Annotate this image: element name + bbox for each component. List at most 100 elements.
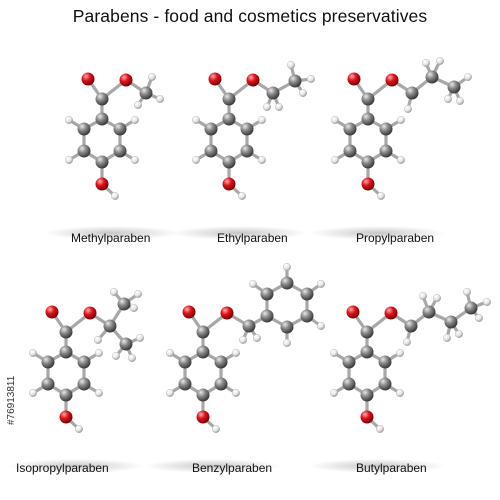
- methylparaben-hydrogen-atom: [133, 100, 142, 109]
- page-title: Parabens - food and cosmetics preservati…: [72, 6, 428, 26]
- methylparaben-hydrogen-atom: [130, 115, 139, 124]
- ethylparaben-hydrogen-atom: [275, 102, 284, 111]
- benzylparaben-hydrogen-atom: [317, 322, 326, 331]
- butylparaben-carbon-atom: [378, 355, 392, 369]
- label-propylparaben: Propylparaben: [356, 231, 435, 245]
- propylparaben-hydrogen-atom: [404, 104, 413, 113]
- methylparaben-carbon-atom: [95, 112, 109, 126]
- isopropylparaben-carbon-atom: [119, 337, 133, 351]
- benzylparaben-carbon-atom: [280, 320, 294, 334]
- methylparaben-carbon-atom: [77, 122, 91, 136]
- propylparaben-carbon-atom: [361, 112, 375, 126]
- isopropylparaben-hydrogen-atom: [109, 288, 118, 297]
- isopropylparaben-hydrogen-atom: [133, 290, 142, 299]
- methylparaben-oxygen-atom: [119, 73, 133, 87]
- butylparaben-carbon-atom: [342, 355, 356, 369]
- benzylparaben-carbon-atom: [300, 287, 314, 301]
- isopropylparaben-hydrogen-atom: [94, 389, 103, 398]
- propylparaben-carbon-atom: [379, 144, 393, 158]
- propylparaben-hydrogen-atom: [464, 72, 473, 81]
- benzylparaben-carbon-atom: [260, 287, 274, 301]
- benzylparaben-carbon-atom: [178, 355, 192, 369]
- ethylparaben-oxygen-atom: [246, 73, 260, 87]
- benzylparaben-hydrogen-atom: [231, 389, 240, 398]
- ethylparaben-hydrogen-atom: [258, 115, 267, 124]
- isopropylparaben-carbon-atom: [59, 345, 73, 359]
- propylparaben-carbon-atom: [361, 155, 375, 169]
- ethylparaben-carbon-atom: [222, 155, 236, 169]
- isopropylparaben-hydrogen-atom: [94, 349, 103, 358]
- butylparaben-hydrogen-atom: [463, 288, 472, 297]
- benzylparaben-oxygen-atom: [220, 306, 234, 320]
- isopropylparaben-carbon-atom: [103, 319, 117, 333]
- benzylparaben-carbon-atom: [178, 377, 192, 391]
- benzylparaben-hydrogen-atom: [211, 425, 220, 434]
- butylparaben-oxygen-atom: [384, 306, 398, 320]
- butylparaben-hydrogen-atom: [483, 298, 492, 307]
- ethylparaben-carbon-atom: [222, 92, 236, 106]
- methylparaben-hydrogen-atom: [130, 155, 139, 164]
- isopropylparaben-carbon-atom: [59, 388, 73, 402]
- benzylparaben-carbon-atom: [280, 276, 294, 290]
- propylparaben-shadow: [310, 226, 446, 240]
- butylparaben-carbon-atom: [378, 377, 392, 391]
- butylparaben-carbon-atom: [422, 305, 436, 319]
- isopropylparaben-hydrogen-atom: [74, 425, 83, 434]
- benzylparaben-hydrogen-atom: [165, 349, 174, 358]
- isopropylparaben-carbon-atom: [59, 325, 73, 339]
- isopropylparaben-oxygen-atom: [45, 305, 59, 319]
- methylparaben-oxygen-atom: [95, 177, 109, 191]
- methylparaben-hydrogen-atom: [155, 94, 164, 103]
- benzylparaben-hydrogen-atom: [238, 336, 247, 345]
- butylparaben-carbon-atom: [360, 388, 374, 402]
- propylparaben-hydrogen-atom: [456, 96, 465, 105]
- butylparaben-hydrogen-atom: [443, 334, 452, 343]
- benzylparaben-hydrogen-atom: [165, 389, 174, 398]
- butylparaben-hydrogen-atom: [330, 389, 339, 398]
- isopropylparaben-carbon-atom: [117, 297, 131, 311]
- stock-id: #76913811: [6, 375, 17, 425]
- benzylparaben-hydrogen-atom: [283, 263, 292, 272]
- propylparaben-oxygen-atom: [361, 177, 375, 191]
- benzylparaben-hydrogen-atom: [248, 280, 257, 289]
- isopropylparaben-carbon-atom: [77, 355, 91, 369]
- ethylparaben-hydrogen-atom: [191, 155, 200, 164]
- benzylparaben-carbon-atom: [260, 309, 274, 323]
- isopropylparaben-hydrogen-atom: [29, 349, 38, 358]
- ethylparaben-carbon-atom: [240, 122, 254, 136]
- methylparaben-hydrogen-atom: [64, 115, 73, 124]
- ethylparaben-carbon-atom: [240, 144, 254, 158]
- benzylparaben-hydrogen-atom: [317, 280, 326, 289]
- propylparaben-hydrogen-atom: [397, 115, 406, 124]
- isopropylparaben-oxygen-atom: [83, 306, 97, 320]
- benzylparaben-carbon-atom: [300, 309, 314, 323]
- methylparaben-hydrogen-atom: [64, 155, 73, 164]
- ethylparaben-hydrogen-atom: [307, 74, 316, 83]
- isopropylparaben-oxygen-atom: [59, 410, 73, 424]
- isopropylparaben-hydrogen-atom: [135, 334, 144, 343]
- butylparaben-hydrogen-atom: [403, 338, 412, 347]
- isopropylparaben-carbon-atom: [41, 355, 55, 369]
- propylparaben-hydrogen-atom: [397, 155, 406, 164]
- methylparaben-carbon-atom: [77, 144, 91, 158]
- butylparaben-carbon-atom: [404, 319, 418, 333]
- methylparaben-carbon-atom: [139, 86, 153, 100]
- label-benzylparaben: Benzylparaben: [192, 461, 273, 475]
- isopropylparaben-hydrogen-atom: [129, 304, 138, 313]
- label-ethylparaben: Ethylparaben: [217, 231, 288, 245]
- benzylparaben-oxygen-atom: [182, 305, 196, 319]
- butylparaben-hydrogen-atom: [396, 349, 405, 358]
- ethylparaben-hydrogen-atom: [263, 102, 272, 111]
- butylparaben-hydrogen-atom: [330, 349, 339, 358]
- benzylparaben-hydrogen-atom: [252, 334, 261, 343]
- propylparaben-carbon-atom: [447, 80, 461, 94]
- benzylparaben-hydrogen-atom: [231, 349, 240, 358]
- butylparaben-hydrogen-atom: [376, 425, 385, 434]
- propylparaben-hydrogen-atom: [331, 155, 340, 164]
- isopropylparaben-carbon-atom: [77, 377, 91, 391]
- ethylparaben-oxygen-atom: [208, 72, 222, 86]
- propylparaben-hydrogen-atom: [331, 115, 340, 124]
- label-methylparaben: Methylparaben: [71, 231, 151, 245]
- benzylparaben-hydrogen-atom: [283, 339, 292, 348]
